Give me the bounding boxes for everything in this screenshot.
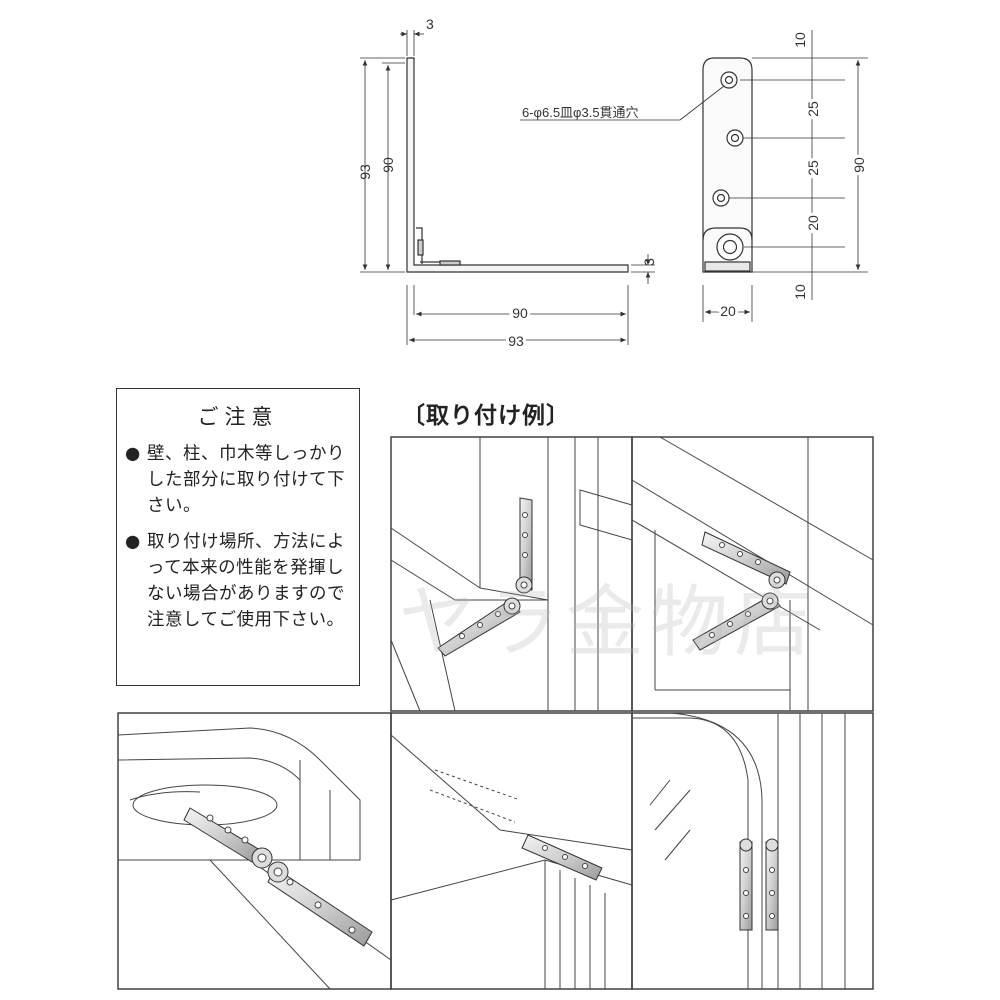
dim-pitch-5: 10 [792, 284, 808, 300]
dim-width-inner: 90 [512, 305, 528, 321]
notice-title: ご注意 [197, 405, 279, 429]
dim-height-outer: 93 [357, 164, 373, 180]
front-view-dimensions [520, 30, 868, 322]
example-panel-1 [390, 437, 633, 712]
bracket-front-view [702, 57, 753, 273]
example-panel-4 [390, 734, 633, 989]
dim-thickness-top: 3 [426, 16, 434, 32]
example-panel-grid [117, 436, 874, 990]
notice-text-1: 壁、柱、巾木等しっかりした部分に取り付けて下さい。 [147, 444, 345, 516]
example-panel-5 [632, 712, 846, 989]
dim-total-length: 90 [851, 157, 867, 173]
dim-thickness-right: 3 [641, 258, 657, 266]
notice-item-2: ● 取り付け場所、方法によって本来の性能を発揮しない場合がありますので注意してご… [125, 529, 353, 633]
dim-pitch-2: 25 [805, 101, 821, 117]
dim-pitch-3: 25 [805, 160, 821, 176]
bullet-icon: ● [125, 444, 141, 464]
dim-pitch-4: 20 [805, 215, 821, 231]
example-panel-2 [631, 436, 874, 711]
notice-item-1: ● 壁、柱、巾木等しっかりした部分に取り付けて下さい。 [125, 441, 353, 519]
dim-height-inner: 90 [380, 157, 396, 173]
dim-width-outer: 93 [508, 333, 524, 349]
bullet-icon: ● [125, 532, 141, 552]
notice-box: ご注意 ● 壁、柱、巾木等しっかりした部分に取り付けて下さい。 ● 取り付け場所… [116, 388, 360, 686]
watermark-logo: ヤラ金物店 [398, 578, 819, 668]
hole-spec-label: 6-φ6.5皿φ3.5貫通穴 [522, 105, 639, 120]
example-panel-3 [117, 727, 392, 990]
dim-plate-width: 20 [720, 303, 736, 319]
examples-title: 〔取り付け例〕 [402, 403, 570, 429]
notice-text-2: 取り付け場所、方法によって本来の性能を発揮しない場合がありますので注意してご使用… [147, 532, 345, 630]
bracket-side-view [360, 30, 655, 345]
dim-pitch-1: 10 [792, 32, 808, 48]
